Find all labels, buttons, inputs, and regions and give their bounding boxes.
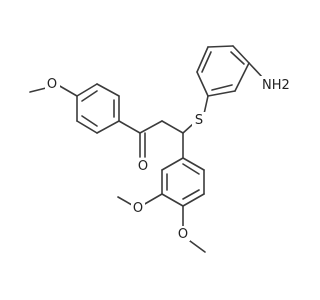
thioether-linkage bbox=[182, 95, 209, 134]
sulfur-label: S bbox=[195, 113, 203, 128]
methoxy4-oxygen-label: O bbox=[178, 227, 188, 242]
methoxy3-oxygen-label: O bbox=[133, 201, 143, 216]
amine-hydrogen-label: H2 bbox=[272, 78, 290, 93]
molecule-canvas: O O S NH2 O O bbox=[29, 45, 292, 253]
atom-labels: O O S NH2 O O bbox=[45, 76, 292, 242]
dimethoxyphenyl-ring bbox=[161, 132, 205, 207]
amine-nitrogen-label: N bbox=[262, 78, 272, 93]
ketone-chain bbox=[118, 120, 184, 158]
methoxyphenyl-ring bbox=[76, 83, 120, 134]
aminophenyl-ring bbox=[196, 45, 264, 97]
molecule-structure: O O S NH2 O O bbox=[29, 45, 292, 253]
left-methoxy-group bbox=[29, 84, 78, 97]
ring-methoxy-groups bbox=[117, 193, 206, 253]
amine-label: NH2 bbox=[262, 78, 290, 93]
carbonyl-oxygen-label: O bbox=[138, 159, 148, 174]
methoxy-oxygen-label: O bbox=[47, 77, 57, 92]
